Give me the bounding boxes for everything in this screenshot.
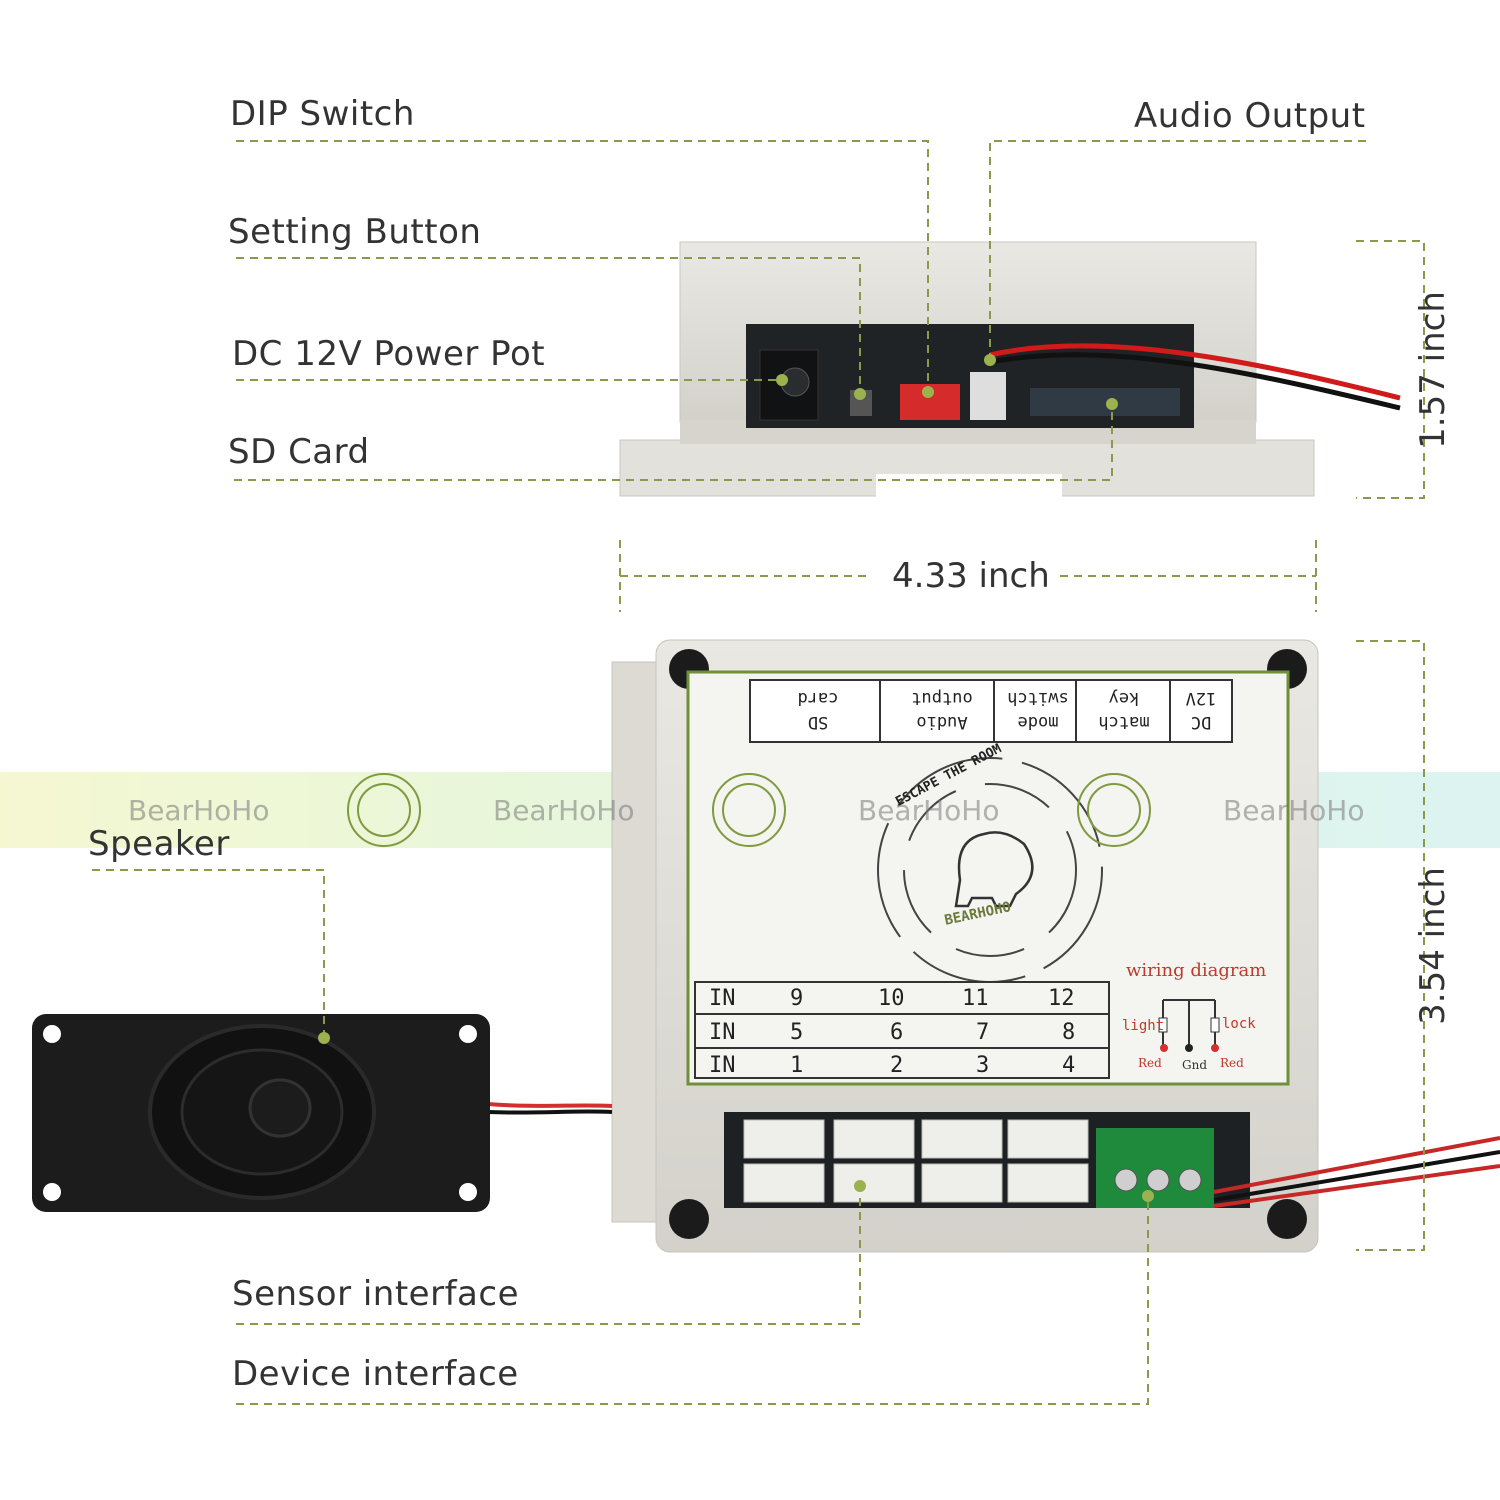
- panel-header-dc-12v: DC 12V: [1185, 688, 1217, 732]
- in-table-row3-c4: 4: [1062, 1053, 1076, 1078]
- panel-header-audio-output: Audio output: [911, 688, 973, 732]
- watermark-text-1: BearHoHo: [128, 794, 270, 827]
- watermark-text-4: BearHoHo: [1223, 794, 1365, 827]
- in-table-row3-c2: 2: [890, 1053, 904, 1078]
- speaker-graphic: [32, 1014, 613, 1212]
- wiring-diagram-title: wiring diagram: [1126, 960, 1267, 981]
- in-table-row1-c4: 12: [1048, 986, 1075, 1011]
- leader-dots: [318, 354, 1154, 1202]
- label-sensor-interface: Sensor interface: [232, 1274, 519, 1314]
- in-table-row3-label: IN: [709, 1053, 736, 1078]
- watermark-text-2: BearHoHo: [493, 794, 635, 827]
- label-device-interface: Device interface: [232, 1354, 519, 1394]
- label-sd-card: SD Card: [228, 432, 370, 472]
- panel-header-mode-switch: mode switch: [1007, 688, 1069, 732]
- top-view-case: [611, 639, 1500, 1253]
- wiring-gnd: Gnd: [1182, 1058, 1207, 1072]
- panel-header-match-key: match key: [1098, 688, 1150, 732]
- in-table-row2-label: IN: [709, 1020, 736, 1045]
- watermark-text-3: BearHoHo: [858, 794, 1000, 827]
- leader-lines: [92, 140, 1425, 1405]
- in-table-row3-c3: 3: [976, 1053, 990, 1078]
- label-audio-output: Audio Output: [1134, 96, 1366, 136]
- wiring-red-2: Red: [1220, 1056, 1244, 1070]
- in-table-row2-c1: 5: [790, 1020, 804, 1045]
- in-table-row1-label: IN: [709, 986, 736, 1011]
- dimension-height-top: 3.54 inch: [1413, 867, 1453, 1025]
- in-table-row3-c1: 1: [790, 1053, 804, 1078]
- in-table-row2-c4: 8: [1062, 1020, 1076, 1045]
- in-table-row1-c2: 10: [878, 986, 905, 1011]
- in-table-row2-c3: 7: [976, 1020, 990, 1045]
- in-table-row2-c2: 6: [890, 1020, 904, 1045]
- in-table-row1-c1: 9: [790, 986, 804, 1011]
- label-dc-power: DC 12V Power Pot: [232, 334, 546, 374]
- in-table-row1-c3: 11: [962, 986, 989, 1011]
- side-view-case: [619, 241, 1401, 500]
- wiring-light-label: light: [1122, 1018, 1165, 1034]
- label-dip-switch: DIP Switch: [230, 94, 415, 134]
- dimension-height-side: 1.57 inch: [1413, 291, 1453, 449]
- dimension-width: 4.33 inch: [892, 556, 1050, 596]
- wiring-lock-label: lock: [1222, 1016, 1256, 1032]
- label-setting-button: Setting Button: [228, 212, 482, 252]
- wiring-red-1: Red: [1138, 1056, 1162, 1070]
- panel-header-sd-card: SD card: [797, 688, 839, 732]
- label-speaker: Speaker: [88, 824, 230, 864]
- watermark-badges: [347, 773, 1151, 847]
